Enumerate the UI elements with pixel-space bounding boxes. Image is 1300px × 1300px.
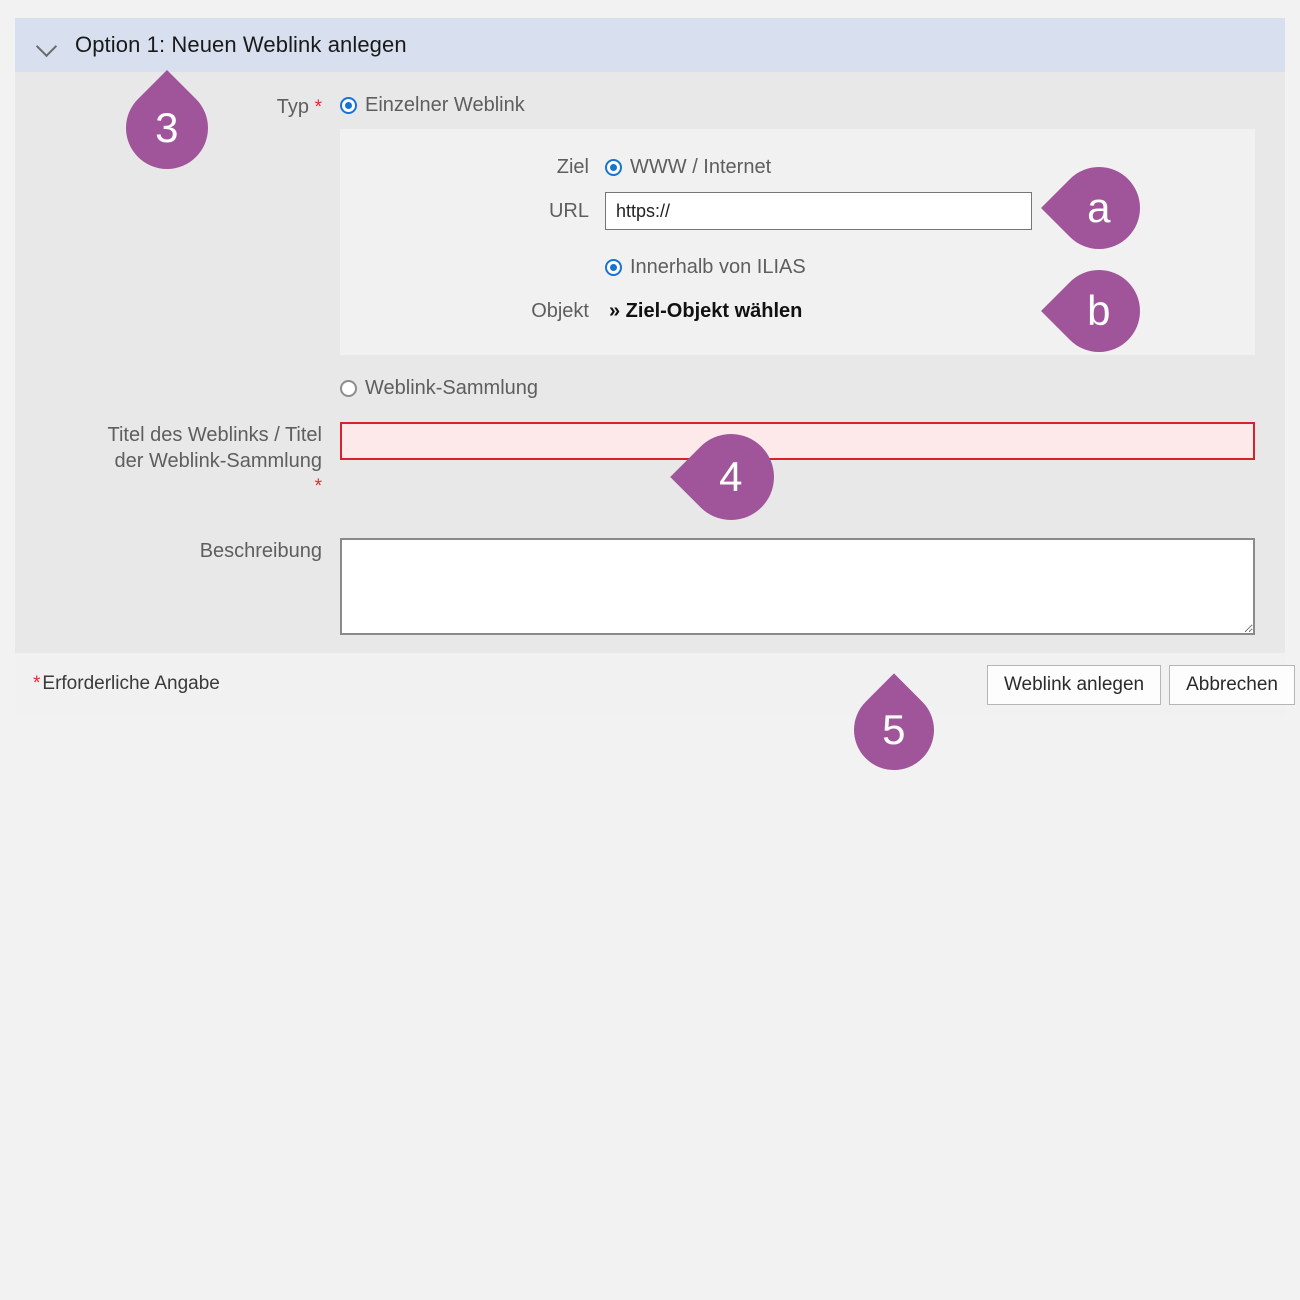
field-typ: Einzelner Weblink Ziel WWW / Internet	[340, 94, 1285, 400]
required-star-note: *	[33, 673, 41, 694]
form-row-titel: Titel des Weblinks / Titel der Weblink-S…	[15, 422, 1285, 500]
field-titel	[340, 422, 1285, 460]
subrow-url: URL	[340, 189, 1255, 233]
select-target-object-link[interactable]: » Ziel-Objekt wählen	[609, 299, 803, 322]
field-objekt: » Ziel-Objekt wählen	[605, 300, 1255, 323]
label-typ-text: Typ	[276, 96, 310, 118]
required-note-text: Erforderliche Angabe	[42, 673, 220, 694]
label-typ: Typ *	[15, 94, 340, 121]
required-star-titel: *	[314, 476, 322, 497]
create-weblink-button[interactable]: Weblink anlegen	[986, 665, 1162, 705]
form-row-beschreibung: Beschreibung	[15, 538, 1285, 635]
radio-label-www-internet: WWW / Internet	[630, 155, 772, 178]
page-title: Option 1: Neuen Weblink anlegen	[75, 32, 407, 57]
field-innerhalb-ilias: Innerhalb von ILIAS	[605, 256, 1255, 279]
label-url: URL	[548, 199, 589, 222]
subrow-ziel: Ziel WWW / Internet	[340, 145, 1255, 189]
form-footer: *Erforderliche Angabe Weblink anlegen Ab…	[15, 653, 1295, 715]
radio-einzelner-weblink[interactable]: Einzelner Weblink	[340, 94, 1285, 117]
radio-weblink-sammlung[interactable]: Weblink-Sammlung	[340, 377, 1285, 400]
subrow-objekt: Objekt » Ziel-Objekt wählen	[340, 289, 1255, 333]
footer-buttons: Weblink anlegen Abbrechen	[986, 665, 1295, 705]
url-input[interactable]	[605, 192, 1032, 230]
section-header[interactable]: Option 1: Neuen Weblink anlegen	[15, 18, 1285, 72]
label-beschreibung: Beschreibung	[199, 540, 322, 562]
radio-icon-www-internet[interactable]	[605, 158, 622, 176]
label-objekt: Objekt	[531, 299, 589, 322]
cancel-button[interactable]: Abbrechen	[1169, 665, 1295, 705]
radio-icon-innerhalb-von-ilias[interactable]	[605, 258, 622, 276]
label-titel-line1: Titel des Weblinks / Titel	[107, 424, 322, 446]
field-url	[605, 192, 1255, 230]
label-titel: Titel des Weblinks / Titel der Weblink-S…	[15, 422, 340, 500]
radio-label-einzelner-weblink: Einzelner Weblink	[365, 94, 525, 116]
radio-icon-einzelner-weblink[interactable]	[340, 97, 357, 114]
field-ziel: WWW / Internet	[605, 156, 1255, 179]
title-input[interactable]	[340, 422, 1255, 460]
required-field-note: *Erforderliche Angabe	[33, 673, 220, 695]
radio-label-innerhalb-von-ilias: Innerhalb von ILIAS	[630, 255, 806, 278]
radio-innerhalb-von-ilias[interactable]: Innerhalb von ILIAS	[605, 256, 806, 279]
field-beschreibung	[340, 538, 1285, 635]
description-textarea[interactable]	[340, 538, 1255, 635]
label-titel-line2: der Weblink-Sammlung	[114, 450, 323, 472]
radio-www-internet[interactable]: WWW / Internet	[605, 156, 771, 179]
subrow-innerhalb-ilias: Innerhalb von ILIAS	[340, 245, 1255, 289]
form-body: Typ * Einzelner Weblink Ziel	[15, 72, 1285, 653]
radio-icon-weblink-sammlung[interactable]	[340, 380, 357, 397]
chevron-down-icon[interactable]	[35, 32, 61, 58]
required-star-typ: *	[314, 97, 322, 118]
label-ziel: Ziel	[556, 155, 589, 178]
radio-label-weblink-sammlung: Weblink-Sammlung	[365, 377, 539, 399]
